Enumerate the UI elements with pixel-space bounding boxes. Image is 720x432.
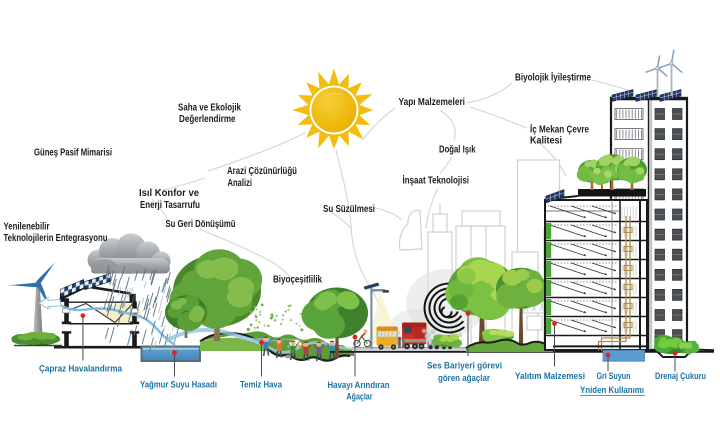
svg-text:Havayı Arındıran: Havayı Arındıran bbox=[328, 380, 390, 391]
svg-text:Arazi Çözünürlüğü: Arazi Çözünürlüğü bbox=[227, 166, 297, 177]
svg-text:Teknolojilerin Entegrasyonu: Teknolojilerin Entegrasyonu bbox=[4, 233, 108, 244]
svg-text:Temiz Hava: Temiz Hava bbox=[240, 380, 283, 391]
svg-text:Enerji Tasarrufu: Enerji Tasarrufu bbox=[140, 200, 200, 211]
svg-text:Yağmur Suyu Hasadı: Yağmur Suyu Hasadı bbox=[140, 380, 217, 391]
svg-text:Yapı Malzemeleri: Yapı Malzemeleri bbox=[399, 97, 466, 108]
svg-text:Gri Suyun: Gri Suyun bbox=[597, 371, 631, 382]
svg-text:Yniden Kullanımı: Yniden Kullanımı bbox=[580, 385, 644, 396]
svg-text:Biyolojik İyileştirme: Biyolojik İyileştirme bbox=[515, 71, 591, 84]
svg-text:Saha ve Ekolojik: Saha ve Ekolojik bbox=[178, 103, 241, 114]
svg-text:Drenaj Çukuru: Drenaj Çukuru bbox=[655, 371, 706, 382]
svg-text:Kalitesi: Kalitesi bbox=[530, 136, 562, 147]
svg-text:Analizi: Analizi bbox=[228, 178, 253, 189]
svg-text:Değerlendirme: Değerlendirme bbox=[179, 114, 236, 125]
svg-text:Biyoçeşitlilik: Biyoçeşitlilik bbox=[273, 275, 322, 286]
svg-text:gören ağaçlar: gören ağaçlar bbox=[438, 373, 490, 384]
svg-text:Ses Bariyeri görevi: Ses Bariyeri görevi bbox=[427, 360, 502, 371]
svg-text:Yalıtım Malzemesi: Yalıtım Malzemesi bbox=[515, 371, 585, 382]
svg-text:Isıl Konfor ve: Isıl Konfor ve bbox=[139, 188, 199, 199]
svg-text:Ağaçlar: Ağaçlar bbox=[347, 392, 373, 403]
svg-text:Yenilenebilir: Yenilenebilir bbox=[4, 222, 50, 233]
svg-text:Doğal Işık: Doğal Işık bbox=[439, 144, 476, 155]
svg-text:Su Süzülmesi: Su Süzülmesi bbox=[323, 204, 375, 215]
svg-text:İnşaat Teknolojisi: İnşaat Teknolojisi bbox=[403, 174, 470, 187]
svg-text:Su Geri Dönüşümü: Su Geri Dönüşümü bbox=[166, 219, 236, 230]
svg-text:Çapraz Havalandırma: Çapraz Havalandırma bbox=[39, 363, 123, 374]
svg-text:Güneş Pasif Mimarisi: Güneş Pasif Mimarisi bbox=[34, 148, 112, 159]
svg-text:İç Mekan Çevre: İç Mekan Çevre bbox=[530, 123, 589, 136]
